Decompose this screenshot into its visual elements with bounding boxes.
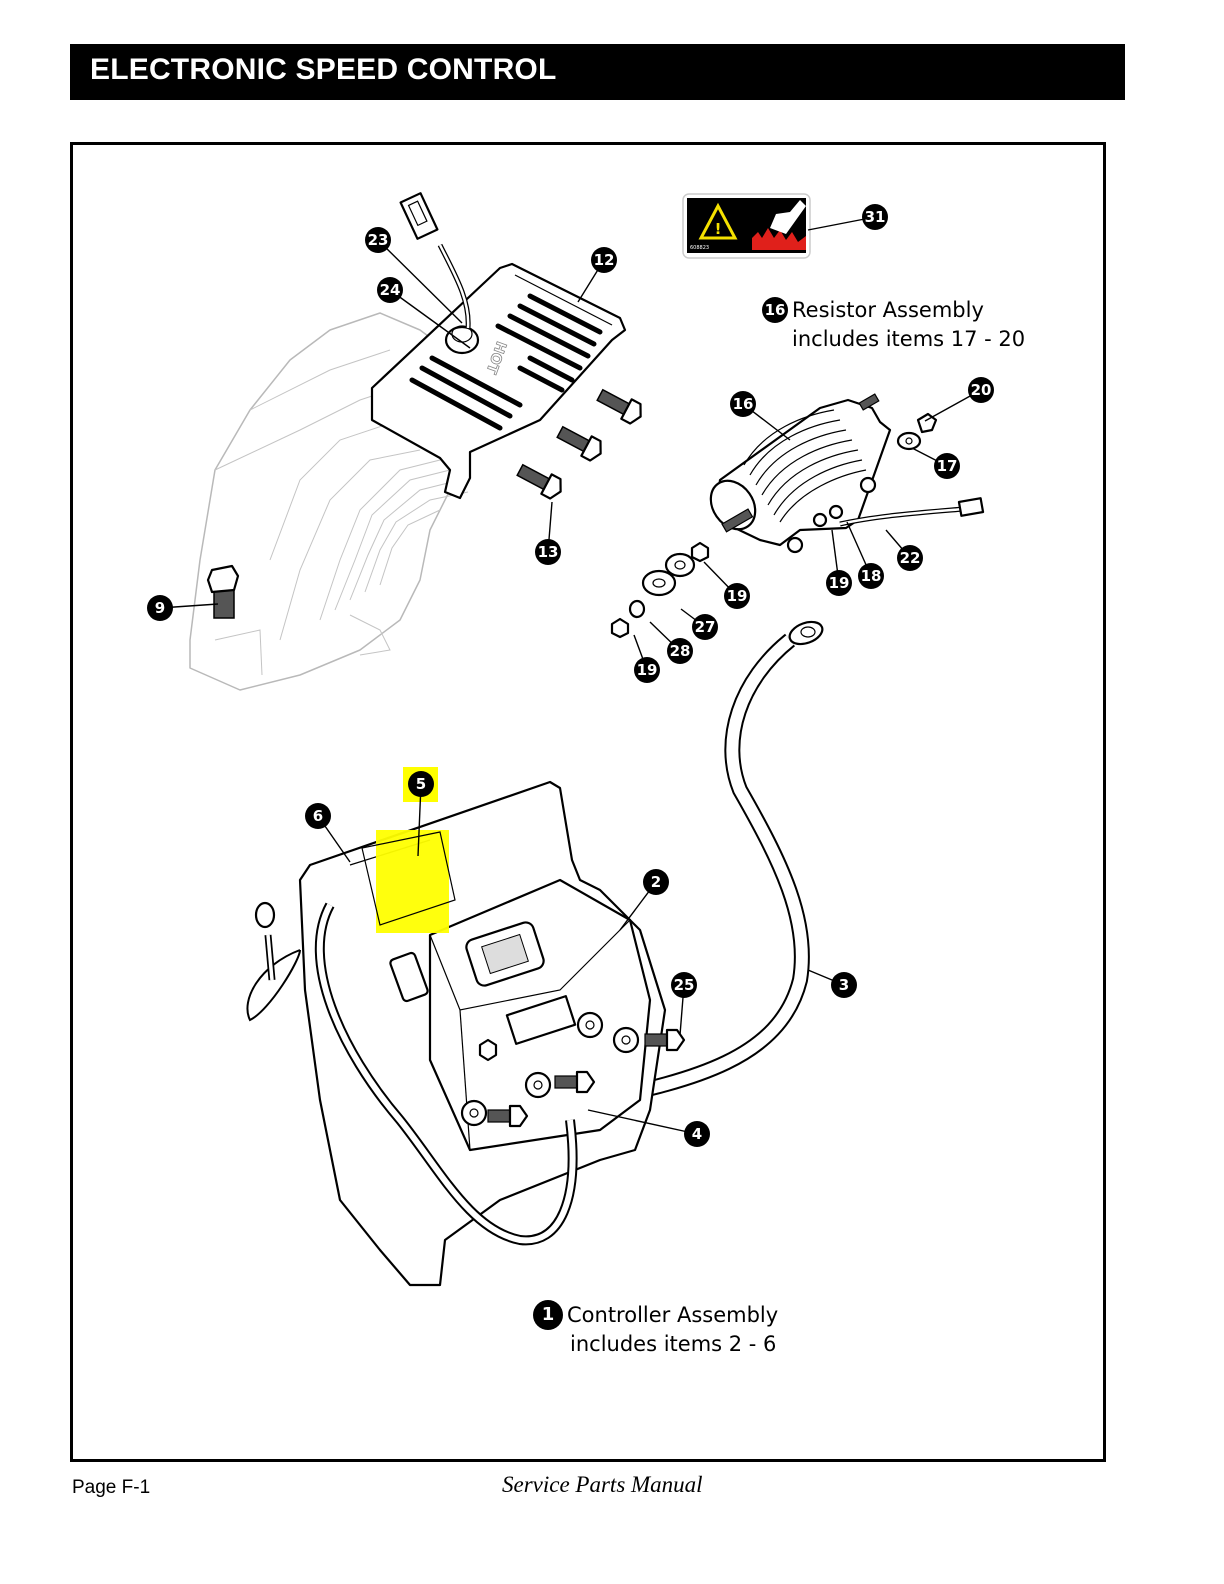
callout-13: 13 [535,539,561,565]
section-title: ELECTRONIC SPEED CONTROL [90,53,557,86]
svg-text:19: 19 [829,574,850,592]
callout-16: 16 [730,391,756,417]
heat-shield-cover: HOT [370,192,627,500]
terminals [460,1011,640,1127]
svg-text:6: 6 [313,807,323,825]
svg-text:28: 28 [670,642,691,660]
callout-28: 28 [667,638,693,664]
svg-text:18: 18 [861,567,882,585]
bolt-9 [206,564,240,619]
svg-text:20: 20 [971,381,992,399]
diagram-frame [70,142,1106,1462]
svg-text:23: 23 [368,231,389,249]
svg-text:2: 2 [651,873,661,891]
callout-27: 27 [692,614,718,640]
battery-cable [598,620,824,1108]
assembly-name: Resistor Assembly [792,298,984,322]
svg-text:!: ! [715,220,722,238]
svg-text:31: 31 [865,208,886,226]
callout-22: 22 [897,545,923,571]
callout-3: 3 [831,972,857,998]
bolts-13 [516,388,642,500]
svg-text:19: 19 [637,661,658,679]
assembly-includes: includes items 2 - 6 [570,1332,777,1356]
callout-23: 23 [365,227,391,253]
svg-text:3: 3 [839,976,849,994]
svg-text:5: 5 [416,775,426,793]
assembly-includes: includes items 17 - 20 [792,327,1026,351]
flames-icon [752,228,806,250]
svg-text:608823: 608823 [690,245,709,251]
controller-assembly [246,780,686,1287]
svg-text:9: 9 [155,599,165,617]
callout-20: 20 [968,377,994,403]
svg-text:17: 17 [937,457,958,475]
callout-25: 25 [671,972,697,998]
svg-text:19: 19 [727,587,748,605]
caution-triangle-icon [698,202,738,240]
callout-4: 4 [684,1121,710,1147]
svg-text:22: 22 [900,549,921,567]
callout-24: 24 [377,277,403,303]
svg-text:27: 27 [695,618,716,636]
svg-text:25: 25 [674,976,695,994]
callout-5: 5 [408,771,434,797]
svg-text:4: 4 [692,1125,702,1143]
manual-title: Service Parts Manual [502,1472,703,1497]
assembly-number-badge: 1 [533,1300,563,1330]
assembly-number-badge: 16 [762,297,788,323]
callout-2: 2 [643,869,669,895]
callout-9: 9 [147,595,173,621]
callout-18: 18 [858,563,884,589]
warning-decal: ! 608823 [682,193,811,259]
section-header: ELECTRONIC SPEED CONTROL [70,44,1125,100]
svg-text:13: 13 [538,543,559,561]
svg-text:24: 24 [380,281,401,299]
callout-19: 19 [826,570,852,596]
resistor-assembly [610,393,985,639]
svg-text:12: 12 [594,251,615,269]
page-number: Page F-1 [72,1477,151,1498]
callout-17: 17 [934,453,960,479]
callout-31: 31 [862,204,888,230]
wire-connector [399,192,439,240]
callout-12: 12 [591,247,617,273]
svg-text:16: 16 [733,395,754,413]
hand-icon [770,200,806,234]
item-5-highlight [361,767,456,933]
callout-6: 6 [305,803,331,829]
callout-19: 19 [634,657,660,683]
callout-19: 19 [724,583,750,609]
assembly-name: Controller Assembly [567,1303,779,1327]
